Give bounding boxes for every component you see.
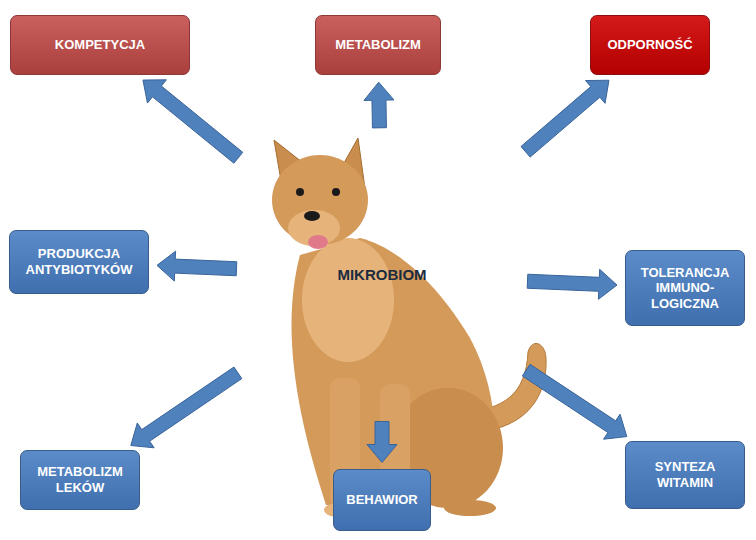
- node-text: BEHAWIOR: [346, 492, 418, 508]
- dog-head: [272, 155, 368, 245]
- block-arrow: [367, 421, 397, 462]
- effect-box: BEHAWIOR: [333, 469, 431, 531]
- block-arrow: [157, 251, 237, 281]
- dog-paw: [444, 500, 496, 516]
- effect-box: PRODUKCJA ANTYBIOTYKÓW: [9, 230, 149, 294]
- dog-eye: [332, 188, 340, 196]
- node-text: SYNTEZA WITAMIN: [634, 459, 736, 490]
- block-arrow: [131, 367, 242, 448]
- effect-box: SYNTEZA WITAMIN: [625, 441, 745, 509]
- center-label: MIKROBIOM: [245, 135, 520, 415]
- effect-box: TOLERANCJA IMMUNO- LOGICZNA: [625, 250, 745, 326]
- node-text: ODPORNOŚĆ: [607, 37, 692, 53]
- block-arrow: [143, 80, 243, 163]
- block-arrow: [521, 80, 609, 157]
- dog-tongue: [308, 235, 328, 249]
- effect-box: METABOLIZM: [315, 15, 441, 75]
- dog-eye: [296, 188, 304, 196]
- block-arrow: [364, 82, 394, 128]
- node-text: MIKROBIOM: [337, 266, 426, 284]
- effect-box: METABOLIZM LEKÓW: [20, 450, 140, 510]
- effect-box: ODPORNOŚĆ: [590, 15, 710, 75]
- node-text: KOMPETYCJA: [55, 37, 145, 53]
- dog-chest: [302, 238, 394, 362]
- node-text: TOLERANCJA IMMUNO- LOGICZNA: [634, 265, 736, 312]
- node-text: METABOLIZM: [335, 37, 421, 53]
- node-text: METABOLIZM LEKÓW: [29, 464, 131, 495]
- node-text: PRODUKCJA ANTYBIOTYKÓW: [18, 246, 140, 277]
- block-arrow: [527, 269, 617, 299]
- dog-nose: [304, 211, 320, 221]
- block-arrow: [522, 364, 626, 439]
- effect-box: KOMPETYCJA: [10, 15, 190, 75]
